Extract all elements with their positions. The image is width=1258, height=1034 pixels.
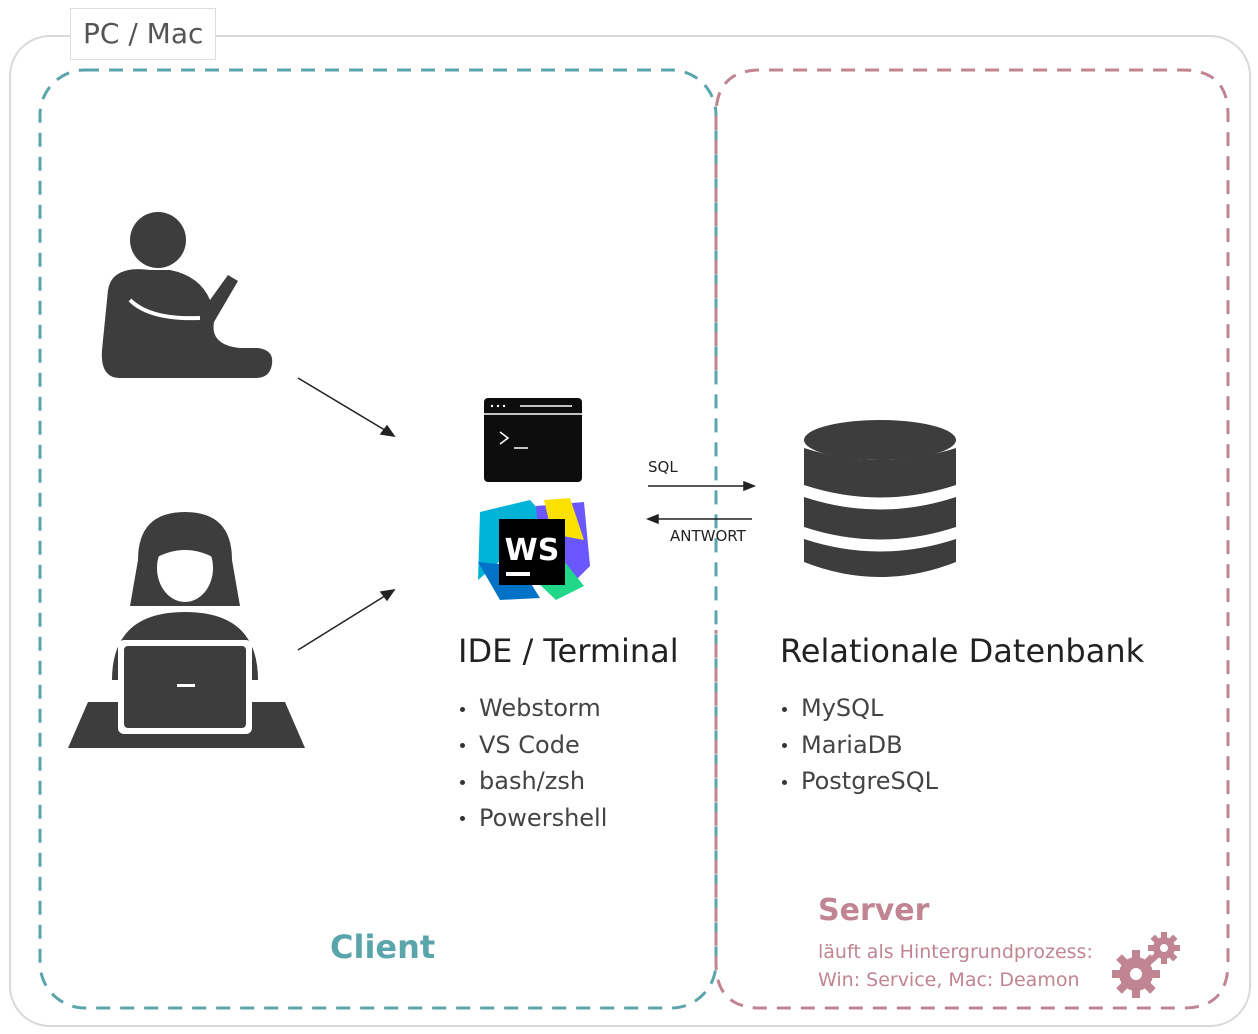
- list-item: MySQL: [782, 690, 938, 727]
- sql-exchange-arrows: [645, 480, 757, 525]
- bullet: [782, 743, 787, 748]
- list-item: PostgreSQL: [782, 763, 938, 800]
- list-item: VS Code: [460, 727, 607, 764]
- database-icon: [804, 420, 956, 577]
- ide-item-label: Powershell: [479, 803, 608, 832]
- webstorm-logo: [478, 498, 590, 600]
- person-sitting-with-tablet-icon: [101, 212, 273, 378]
- bullet: [460, 816, 465, 821]
- answer-arrow-label: ANTWORT: [670, 527, 746, 545]
- list-item: Powershell: [460, 800, 607, 837]
- server-region: [714, 68, 1230, 1010]
- ide-list: Webstorm VS Code bash/zsh Powershell: [460, 690, 607, 836]
- database-item-label: MySQL: [801, 694, 884, 722]
- bullet: [782, 779, 787, 785]
- database-list: MySQL MariaDB PostgreSQL: [782, 690, 938, 800]
- list-item: Webstorm: [460, 690, 607, 727]
- bullet: [782, 706, 787, 712]
- bullet: [460, 743, 465, 748]
- gears-icon: [1112, 932, 1180, 998]
- server-note-line: Win: Service, Mac: Deamon: [818, 969, 1080, 991]
- database-item-label: PostgreSQL: [801, 767, 939, 795]
- user-to-ide-arrows: [297, 377, 396, 651]
- client-title: Client: [330, 928, 436, 966]
- pc-mac-frame: [9, 35, 1251, 1027]
- list-item: bash/zsh: [460, 763, 607, 800]
- ide-item-label: bash/zsh: [479, 767, 586, 795]
- terminal-icon: [484, 398, 582, 482]
- list-item: MariaDB: [782, 727, 938, 764]
- ide-terminal-title: IDE / Terminal: [458, 632, 679, 670]
- server-title: Server: [818, 893, 930, 928]
- webstorm-logo-text: WS: [505, 533, 560, 568]
- bullet: [460, 779, 465, 785]
- pc-mac-label: PC / Mac: [70, 8, 217, 60]
- server-note-line: läuft als Hintergrundprozess:: [818, 941, 1093, 963]
- ide-item-label: VS Code: [479, 730, 580, 759]
- sql-arrow-label: SQL: [648, 458, 678, 476]
- bullet: [460, 706, 465, 712]
- database-title: Relationale Datenbank: [780, 632, 1145, 670]
- database-item-label: MariaDB: [801, 730, 903, 759]
- ide-item-label: Webstorm: [479, 694, 601, 722]
- server-note: läuft als Hintergrundprozess: Win: Servi…: [818, 938, 1093, 994]
- client-region: [38, 68, 718, 1010]
- person-with-laptop-icon: [68, 512, 305, 748]
